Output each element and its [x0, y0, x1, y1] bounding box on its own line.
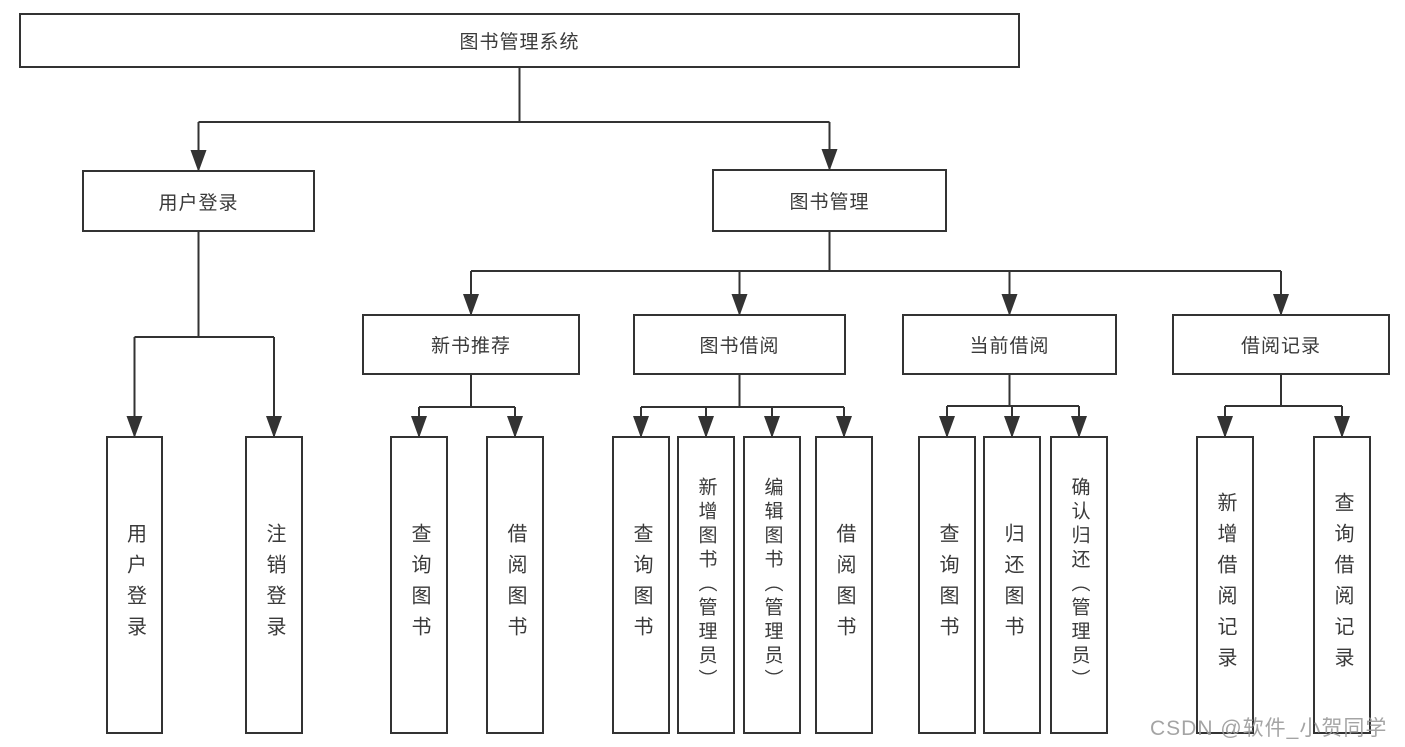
leaf-records-add-record: 新增借阅记录 [1196, 436, 1254, 734]
csdn-watermark: CSDN @软件_小贺同学 [1150, 717, 1388, 740]
node-borrowing-records: 借阅记录 [1172, 314, 1390, 375]
node-new-book-recommendation: 新书推荐 [362, 314, 580, 375]
leaf-recommend-borrow-books: 借阅图书 [486, 436, 544, 734]
leaf-borrow-add-books-admin: 新增图书（管理员） [677, 436, 735, 734]
node-user-login: 用户登录 [82, 170, 315, 232]
leaf-current-query-books: 查询图书 [918, 436, 976, 734]
leaf-logout: 注销登录 [245, 436, 303, 734]
leaf-current-confirm-return-admin: 确认归还（管理员） [1050, 436, 1108, 734]
leaf-user-login: 用户登录 [106, 436, 163, 734]
node-book-borrowing: 图书借阅 [633, 314, 846, 375]
leaf-borrow-query-books: 查询图书 [612, 436, 670, 734]
node-current-borrowing: 当前借阅 [902, 314, 1117, 375]
node-book-management: 图书管理 [712, 169, 947, 232]
node-library-management-system: 图书管理系统 [19, 13, 1020, 68]
leaf-recommend-query-books: 查询图书 [390, 436, 448, 734]
leaf-borrow-edit-books-admin: 编辑图书（管理员） [743, 436, 801, 734]
leaf-borrow-borrow-books: 借阅图书 [815, 436, 873, 734]
leaf-records-query-record: 查询借阅记录 [1313, 436, 1371, 734]
leaf-current-return-books: 归还图书 [983, 436, 1041, 734]
